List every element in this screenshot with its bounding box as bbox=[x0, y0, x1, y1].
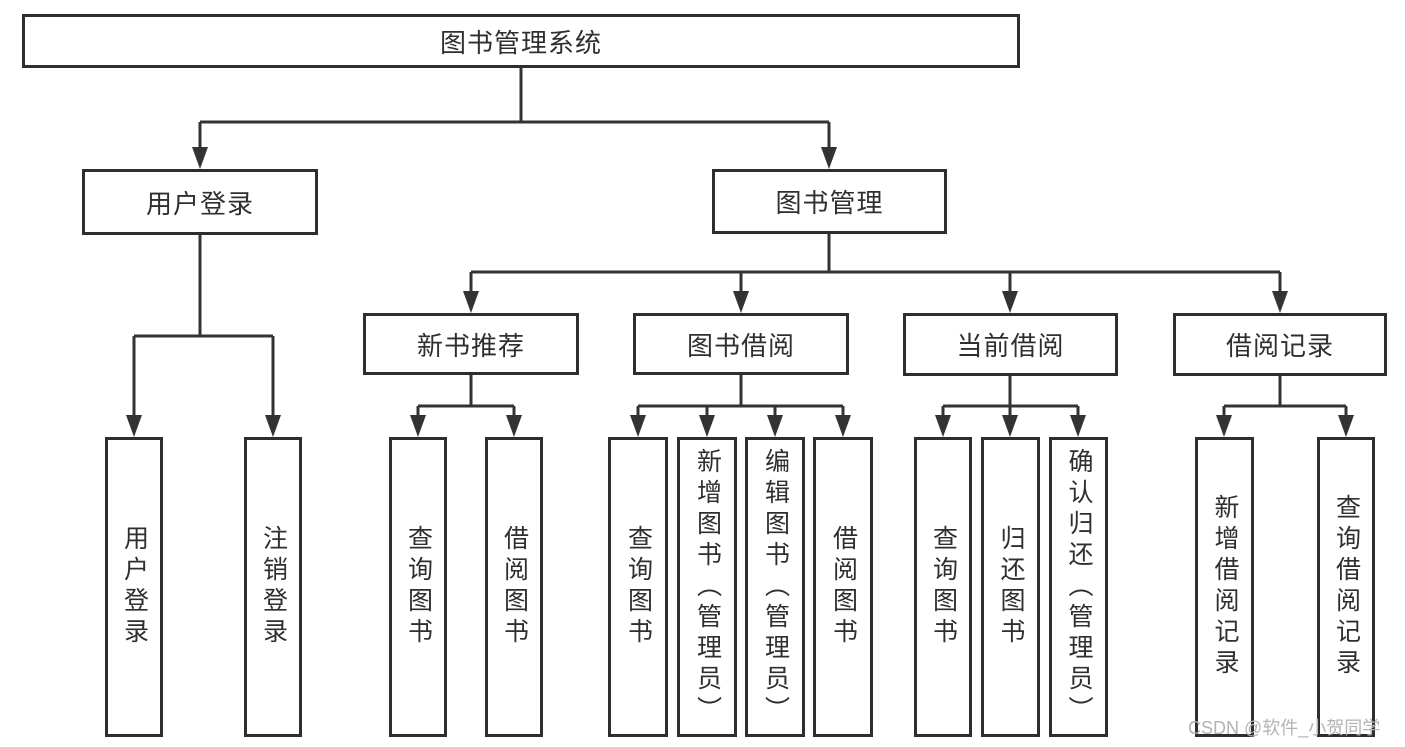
node-library-management-system: 图书管理系统 bbox=[22, 14, 1020, 68]
node-cb-return-books-label: 归还图书 bbox=[997, 525, 1025, 649]
node-new-book-recommend: 新书推荐 bbox=[363, 313, 579, 375]
node-user-login-group: 用户登录 bbox=[82, 169, 318, 235]
node-bb-edit-books-admin-label: 编辑图书（管理员） bbox=[761, 447, 790, 727]
connector-root-to-level2 bbox=[192, 68, 837, 169]
connector-user-login-children bbox=[126, 235, 281, 437]
node-br-add-record-label: 新增借阅记录 bbox=[1211, 494, 1239, 680]
node-bb-add-books-admin-label: 新增图书（管理员） bbox=[693, 447, 722, 727]
node-logout-label: 注销登录 bbox=[259, 525, 288, 649]
node-br-query-record-label: 查询借阅记录 bbox=[1332, 494, 1361, 680]
node-cb-confirm-return-admin: 确认归还（管理员） bbox=[1049, 437, 1108, 737]
connector-book-borrow-children bbox=[630, 375, 851, 437]
csdn-watermark: CSDN @软件_小贺同学 bbox=[1188, 718, 1381, 738]
node-user-login-label: 用户登录 bbox=[120, 525, 149, 649]
node-nb-query-books-label: 查询图书 bbox=[404, 525, 433, 649]
node-br-add-record: 新增借阅记录 bbox=[1195, 437, 1254, 737]
connector-new-book-rec-children bbox=[410, 375, 522, 437]
node-logout: 注销登录 bbox=[244, 437, 302, 737]
node-cb-confirm-return-admin-label: 确认归还（管理员） bbox=[1065, 447, 1093, 727]
node-cb-return-books: 归还图书 bbox=[981, 437, 1040, 737]
node-bb-query-books: 查询图书 bbox=[608, 437, 668, 737]
node-nb-borrow-books: 借阅图书 bbox=[485, 437, 543, 737]
node-current-borrow: 当前借阅 bbox=[903, 313, 1118, 376]
connector-current-borrow-children bbox=[935, 376, 1086, 437]
node-book-borrow: 图书借阅 bbox=[633, 313, 849, 375]
node-bb-add-books-admin: 新增图书（管理员） bbox=[677, 437, 737, 737]
node-nb-borrow-books-label: 借阅图书 bbox=[500, 525, 529, 649]
connector-borrow-records-children bbox=[1216, 376, 1354, 437]
node-nb-query-books: 查询图书 bbox=[389, 437, 447, 737]
node-user-login: 用户登录 bbox=[105, 437, 163, 737]
connector-book-mgmt-children bbox=[463, 234, 1288, 313]
node-br-query-record: 查询借阅记录 bbox=[1317, 437, 1375, 737]
node-borrow-records: 借阅记录 bbox=[1173, 313, 1387, 376]
node-bb-edit-books-admin: 编辑图书（管理员） bbox=[745, 437, 805, 737]
node-bb-borrow-books-label: 借阅图书 bbox=[829, 525, 858, 649]
node-bb-borrow-books: 借阅图书 bbox=[813, 437, 873, 737]
node-book-management: 图书管理 bbox=[712, 169, 947, 234]
node-cb-query-books-label: 查询图书 bbox=[929, 525, 958, 649]
node-cb-query-books: 查询图书 bbox=[914, 437, 972, 737]
node-bb-query-books-label: 查询图书 bbox=[624, 525, 653, 649]
